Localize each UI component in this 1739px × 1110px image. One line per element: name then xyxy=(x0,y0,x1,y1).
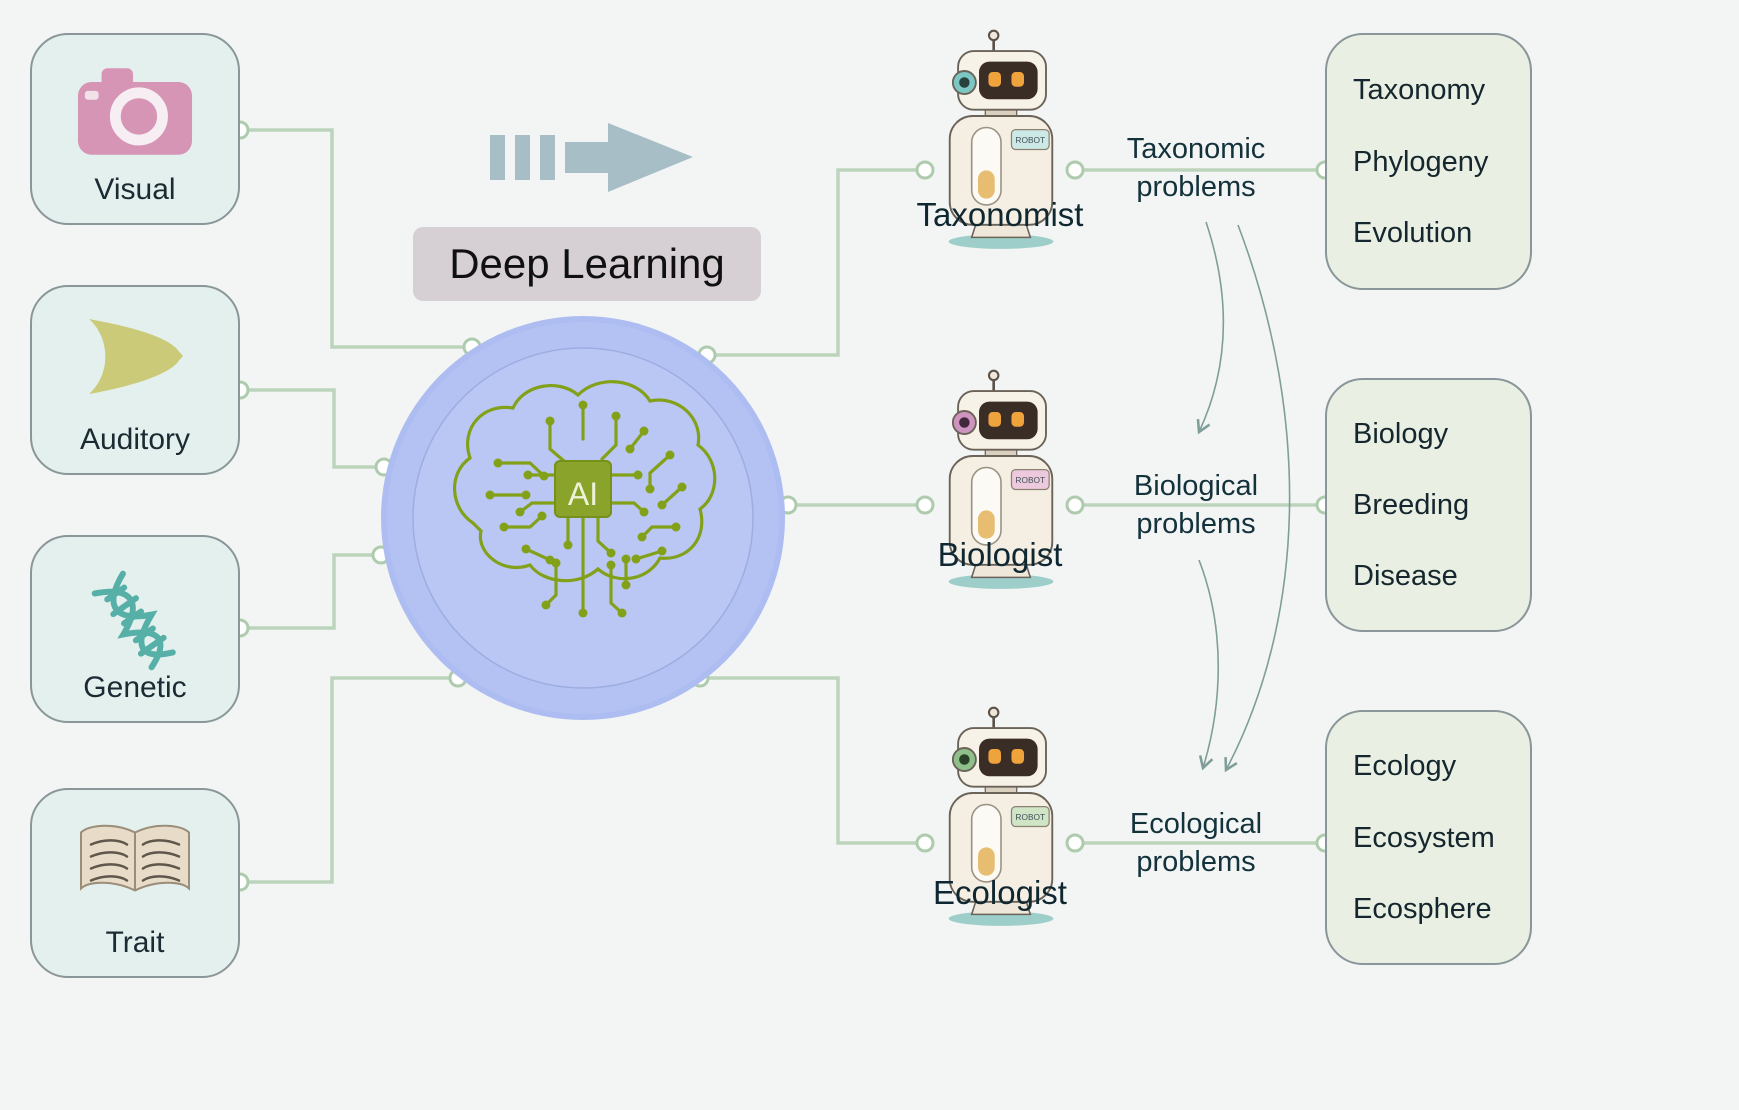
output-item: Breeding xyxy=(1353,489,1470,521)
input-box-auditory: Auditory xyxy=(30,285,240,475)
problem-line-2: problems xyxy=(1136,846,1256,878)
problem-line-1: Taxonomic xyxy=(1126,133,1266,165)
cross-domain-arrows xyxy=(1196,221,1291,773)
problem-label-biological: Biological problems xyxy=(1086,467,1306,543)
input-label-visual: Visual xyxy=(94,173,176,206)
output-item: Phylogeny xyxy=(1353,145,1489,178)
camera-icon xyxy=(32,63,238,159)
output-box-taxonomy: Taxonomy Phylogeny Evolution xyxy=(1325,33,1532,290)
robot-badge-label: ROBOT xyxy=(1015,812,1045,822)
robot-name-biologist: Biologist xyxy=(937,536,1063,573)
robot-badge-label: ROBOT xyxy=(1015,475,1045,485)
output-box-ecology: Ecology Ecosystem Ecosphere xyxy=(1325,710,1532,965)
output-box-biology: Biology Breeding Disease xyxy=(1325,378,1532,632)
ai-chip-label: AI xyxy=(568,476,598,512)
deep-learning-banner: Deep Learning xyxy=(413,227,761,301)
robot-biologist: ROBOT xyxy=(912,366,1090,591)
output-item: Evolution xyxy=(1353,217,1473,250)
input-box-genetic: Genetic xyxy=(30,535,240,723)
output-item: Biology xyxy=(1353,418,1449,450)
circuit-dots xyxy=(485,400,687,618)
input-label-genetic: Genetic xyxy=(83,671,187,704)
problem-line-1: Biological xyxy=(1133,470,1259,502)
problem-line-2: problems xyxy=(1136,171,1256,203)
output-item: Ecosystem xyxy=(1353,821,1495,854)
output-item: Taxonomy xyxy=(1353,73,1486,106)
book-icon xyxy=(32,818,238,904)
flow-arrow-icon xyxy=(488,115,703,205)
output-item: Ecology xyxy=(1353,750,1457,783)
ai-chip: AI xyxy=(554,460,612,518)
output-item: Ecosphere xyxy=(1353,892,1492,925)
input-label-auditory: Auditory xyxy=(79,423,191,456)
input-box-trait: Trait xyxy=(30,788,240,978)
robot-taxonomist: ROBOT xyxy=(912,26,1090,251)
input-label-trait: Trait xyxy=(105,926,165,959)
problem-line-2: problems xyxy=(1136,508,1256,540)
robot-badge xyxy=(1010,468,1050,491)
input-box-visual: Visual xyxy=(30,33,240,225)
robot-name-taxonomist: Taxonomist xyxy=(916,196,1084,233)
robot-name-ecologist: Ecologist xyxy=(933,874,1067,911)
robot-badge xyxy=(1010,805,1050,828)
output-item: Disease xyxy=(1353,560,1458,592)
ai-brain: AI xyxy=(378,313,788,728)
speaker-icon xyxy=(32,315,238,399)
robot-badge-label: ROBOT xyxy=(1015,135,1045,145)
robot-badge xyxy=(1010,128,1050,151)
robot-ecologist: ROBOT xyxy=(912,703,1090,928)
problem-label-ecological: Ecological problems xyxy=(1086,805,1306,881)
problem-line-1: Ecological xyxy=(1129,808,1263,840)
dna-icon xyxy=(32,565,238,677)
problem-label-taxonomic: Taxonomic problems xyxy=(1086,130,1306,206)
